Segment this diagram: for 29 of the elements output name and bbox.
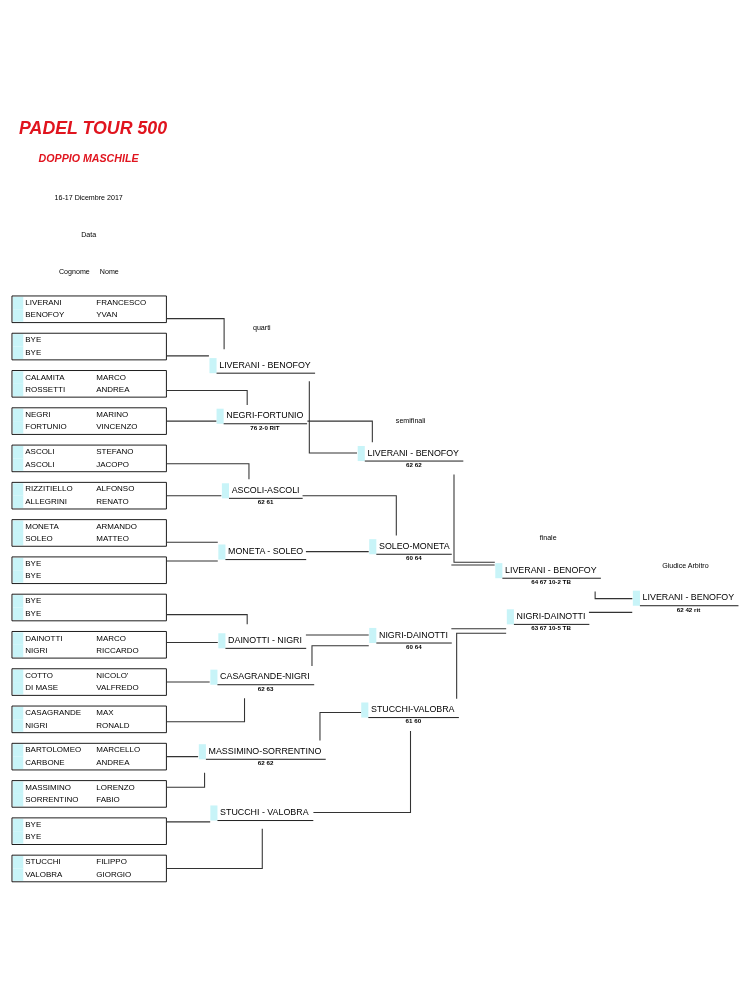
connector	[165, 821, 211, 823]
connector	[306, 420, 373, 443]
connector	[165, 772, 206, 788]
connector	[312, 730, 412, 814]
connector	[453, 473, 496, 563]
connector	[305, 551, 370, 553]
connector	[165, 560, 219, 562]
connector	[165, 495, 222, 497]
connector	[165, 756, 199, 758]
connector	[166, 389, 248, 406]
connector	[302, 495, 397, 536]
connector	[165, 541, 219, 543]
connector	[311, 645, 370, 667]
connector	[588, 611, 633, 613]
diagram-title: PADEL TOUR 500	[19, 118, 168, 139]
connector	[319, 712, 362, 741]
connector	[165, 463, 250, 480]
connector	[456, 632, 507, 700]
connector	[166, 828, 263, 869]
label: DOPPIO MASCHILE	[38, 152, 139, 165]
connector	[450, 628, 507, 630]
connector	[308, 380, 358, 454]
connector	[165, 642, 219, 644]
connector	[166, 697, 246, 723]
connector	[165, 355, 210, 357]
connector	[165, 681, 211, 683]
connector	[165, 318, 225, 350]
connector	[594, 591, 633, 600]
connector	[165, 420, 217, 422]
